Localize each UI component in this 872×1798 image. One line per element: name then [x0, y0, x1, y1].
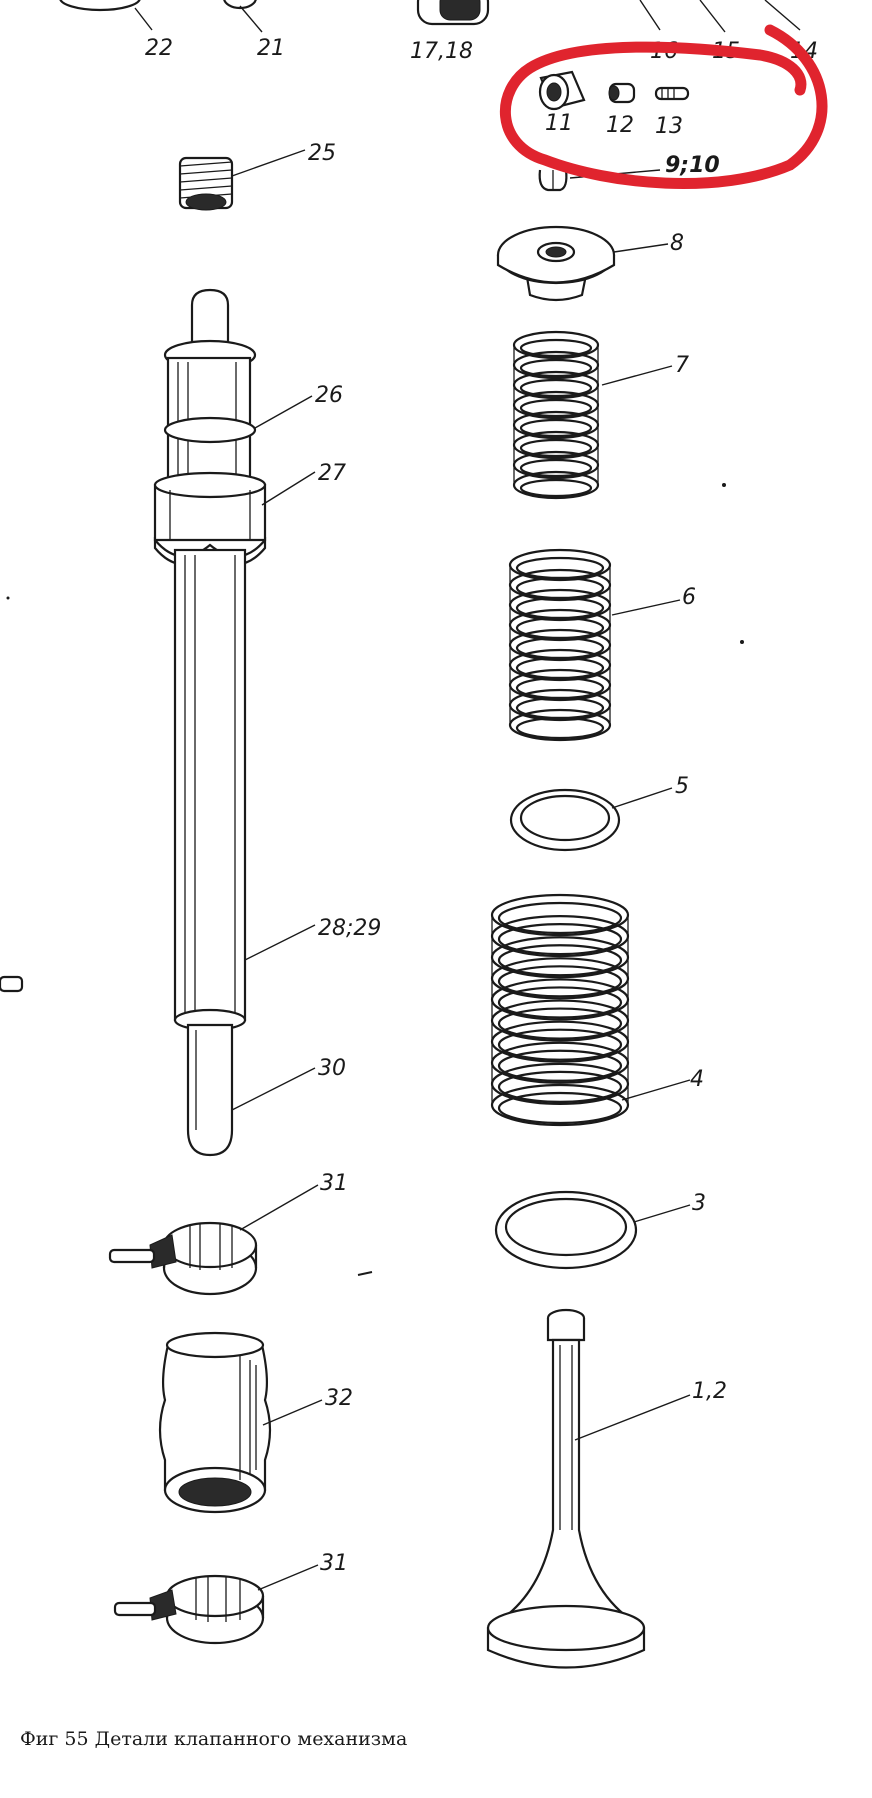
part-22 — [59, 0, 153, 31]
label-27: 27 — [318, 461, 346, 486]
label-13: 13 — [655, 114, 683, 139]
label-5: 5 — [675, 774, 689, 799]
label-12: 12 — [606, 113, 634, 138]
part-11 — [538, 70, 586, 111]
part-30 — [186, 1023, 316, 1157]
label-22: 22 — [145, 36, 173, 61]
part-27 — [153, 471, 316, 566]
label-4: 4 — [690, 1067, 704, 1092]
part-8 — [496, 225, 669, 302]
label-21: 21 — [257, 36, 285, 61]
label-9-10: 9;10 — [665, 153, 720, 178]
part-28-29 — [173, 548, 316, 1032]
part-26 — [163, 395, 313, 444]
part-1-2 — [486, 1308, 691, 1669]
label-32: 32 — [325, 1386, 353, 1411]
red-highlight-circle — [499, 24, 828, 189]
part-12 — [608, 82, 636, 104]
label-25: 25 — [308, 141, 336, 166]
part-31-upper — [108, 1184, 319, 1296]
part-5 — [509, 787, 673, 852]
part-13 — [654, 86, 690, 101]
part-21 — [223, 0, 263, 33]
label-7: 7 — [675, 353, 689, 378]
label-6: 6 — [682, 585, 696, 610]
part-31-lower — [113, 1564, 319, 1645]
part-25 — [178, 149, 306, 211]
stray-marks — [0, 483, 744, 1276]
part-17-18 — [416, 0, 490, 26]
part-7 — [512, 330, 600, 500]
part-32 — [158, 1331, 323, 1514]
label-30: 30 — [318, 1056, 346, 1081]
leader-14 — [764, 0, 801, 31]
label-3: 3 — [692, 1191, 706, 1216]
label-26: 26 — [315, 383, 343, 408]
figure-caption: Фиг 55 Детали клапанного механизма — [20, 1728, 408, 1750]
part-4 — [490, 893, 630, 1127]
leader-16 — [639, 0, 661, 31]
label-31-upper: 31 — [320, 1171, 348, 1196]
leader-15 — [699, 0, 726, 33]
label-28-29: 28;29 — [318, 916, 381, 941]
label-31-lower: 31 — [320, 1551, 348, 1576]
label-17-18: 17,18 — [410, 39, 473, 64]
part-6 — [508, 548, 612, 742]
label-8: 8 — [670, 231, 684, 256]
label-1-2: 1,2 — [692, 1379, 727, 1404]
label-11: 11 — [545, 111, 573, 136]
part-3 — [494, 1190, 691, 1270]
part-pushrod — [163, 288, 257, 485]
